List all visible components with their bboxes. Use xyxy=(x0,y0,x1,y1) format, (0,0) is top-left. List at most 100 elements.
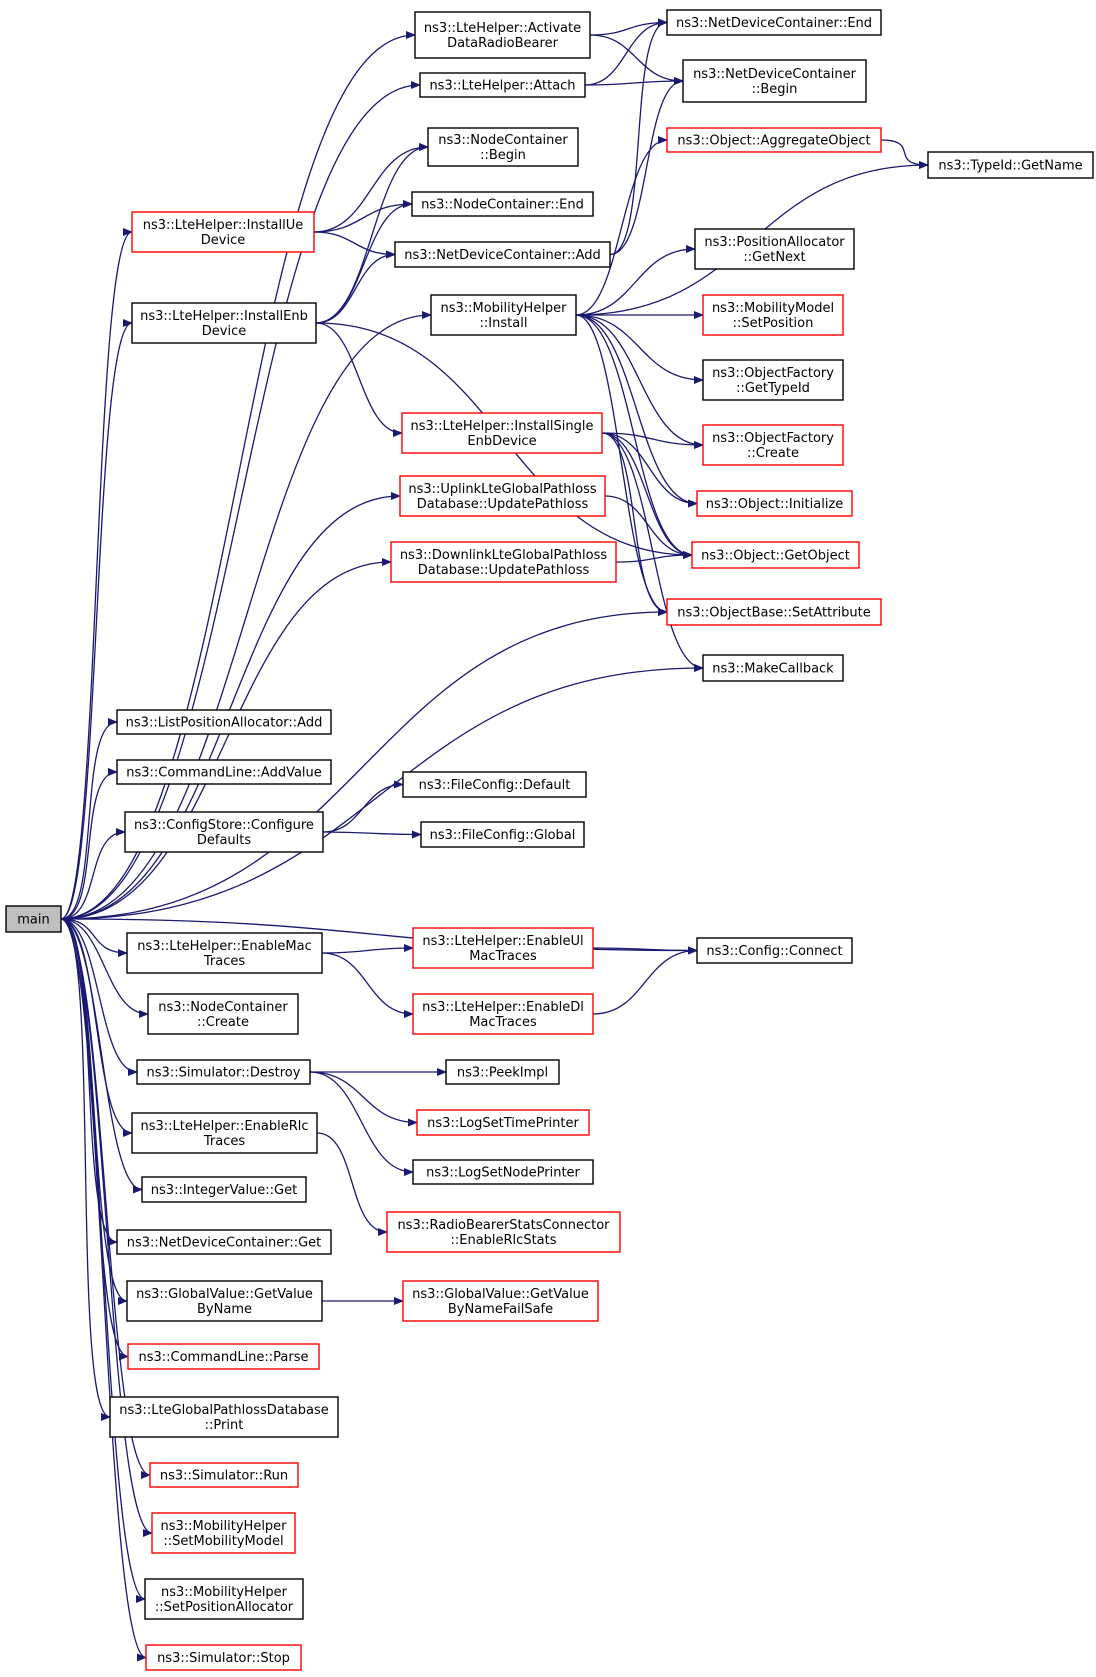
node-box xyxy=(399,475,606,517)
node-label: ns3::LteHelper::EnableDl xyxy=(422,1000,584,1015)
node-box xyxy=(427,127,579,167)
node-label: ns3::FileConfig::Global xyxy=(430,828,576,843)
node-box xyxy=(430,294,577,336)
node-simDestroy[interactable]: ns3::Simulator::Destroy xyxy=(136,1059,311,1085)
node-ofTypeId[interactable]: ns3::ObjectFactory::GetTypeId xyxy=(702,359,844,401)
node-ncCreate[interactable]: ns3::NodeContainer::Create xyxy=(147,993,299,1035)
node-setPos[interactable]: ns3::MobilityModel::SetPosition xyxy=(702,294,844,336)
node-box xyxy=(109,1396,339,1438)
call-edge-enableUlMac-to-cfgConnect xyxy=(592,946,698,955)
node-label: Device xyxy=(201,233,245,248)
node-dlPathloss[interactable]: ns3::DownlinkLteGlobalPathlossDatabase::… xyxy=(390,541,617,583)
call-edge-enableMac-to-enableUlMac xyxy=(321,944,414,954)
node-label: ::Install xyxy=(480,316,528,331)
node-makeCb[interactable]: ns3::MakeCallback xyxy=(702,654,844,682)
node-rbStats[interactable]: ns3::RadioBearerStatsConnector::EnableRl… xyxy=(386,1211,621,1253)
call-edge-main-to-cmdAddValue xyxy=(60,768,118,920)
node-label: ns3::ConfigStore::Configure xyxy=(134,818,314,833)
node-box xyxy=(126,1280,323,1322)
call-edge-installSingle-to-makeCb xyxy=(601,432,704,672)
node-label: ns3::NetDeviceContainer::End xyxy=(676,16,872,31)
node-setMobModel[interactable]: ns3::MobilityHelper::SetMobilityModel xyxy=(151,1512,296,1554)
node-ncBegin[interactable]: ns3::NodeContainer::Begin xyxy=(427,127,579,167)
call-edge-ndcAdd-to-ndcEnd xyxy=(609,18,668,256)
node-box xyxy=(149,1462,299,1488)
node-label: ns3::LogSetNodePrinter xyxy=(426,1166,580,1181)
node-label: ns3::IntegerValue::Get xyxy=(151,1183,297,1198)
call-edge-main-to-mobInstall xyxy=(60,311,432,920)
node-label: ns3::Simulator::Destroy xyxy=(147,1066,301,1081)
node-label: ::SetPositionAllocator xyxy=(155,1600,294,1615)
node-logNode[interactable]: ns3::LogSetNodePrinter xyxy=(412,1159,594,1185)
node-label: Database::UpdatePathloss xyxy=(417,497,589,512)
node-box xyxy=(411,191,594,217)
node-box xyxy=(386,1211,621,1253)
node-box xyxy=(402,771,587,798)
call-edge-installEnb-to-installSingle xyxy=(315,322,403,437)
node-box xyxy=(131,1112,318,1154)
node-logTime[interactable]: ns3::LogSetTimePrinter xyxy=(416,1109,590,1136)
node-label: Traces xyxy=(203,1134,245,1149)
node-label: ns3::Object::GetObject xyxy=(701,549,850,564)
node-box xyxy=(144,1578,304,1620)
call-edge-main-to-enableMac xyxy=(60,918,128,957)
node-setAttr[interactable]: ns3::ObjectBase::SetAttribute xyxy=(666,598,882,626)
node-ncEnd[interactable]: ns3::NodeContainer::End xyxy=(411,191,594,217)
node-posNext[interactable]: ns3::PositionAllocator::GetNext xyxy=(694,228,855,270)
node-peekImpl[interactable]: ns3::PeekImpl xyxy=(445,1059,560,1085)
node-label: ns3::MobilityHelper xyxy=(161,1585,288,1600)
node-mobInstall[interactable]: ns3::MobilityHelper::Install xyxy=(430,294,577,336)
node-attach[interactable]: ns3::LteHelper::Attach xyxy=(419,72,586,98)
node-cfgConnect[interactable]: ns3::Config::Connect xyxy=(696,937,853,964)
node-label: ns3::CommandLine::Parse xyxy=(138,1350,308,1365)
node-setPosAlloc[interactable]: ns3::MobilityHelper::SetPositionAllocato… xyxy=(144,1578,304,1620)
node-label: ns3::Object::AggregateObject xyxy=(677,134,870,149)
node-cmdParse[interactable]: ns3::CommandLine::Parse xyxy=(127,1343,320,1370)
node-label: ::Begin xyxy=(752,82,798,97)
node-label: Database::UpdatePathloss xyxy=(418,563,590,578)
node-ndcAdd[interactable]: ns3::NetDeviceContainer::Add xyxy=(394,241,611,268)
node-ndcEnd[interactable]: ns3::NetDeviceContainer::End xyxy=(666,9,882,36)
node-ndcBegin[interactable]: ns3::NetDeviceContainer::Begin xyxy=(682,59,867,103)
node-label: MacTraces xyxy=(469,949,537,964)
node-label: ns3::LteHelper::EnableMac xyxy=(137,939,312,954)
node-box xyxy=(116,1229,332,1255)
node-cmdAddValue[interactable]: ns3::CommandLine::AddValue xyxy=(116,759,332,785)
node-fcGlobal[interactable]: ns3::FileConfig::Global xyxy=(420,821,585,848)
node-ulPathloss[interactable]: ns3::UplinkLteGlobalPathlossDatabase::Up… xyxy=(399,475,606,517)
node-aggregate[interactable]: ns3::Object::AggregateObject xyxy=(666,127,882,153)
node-intGet[interactable]: ns3::IntegerValue::Get xyxy=(141,1176,307,1203)
node-box xyxy=(412,993,594,1035)
node-box xyxy=(394,241,611,268)
node-listPosAdd[interactable]: ns3::ListPositionAllocator::Add xyxy=(116,709,332,735)
node-simRun[interactable]: ns3::Simulator::Run xyxy=(149,1462,299,1488)
node-typeIdName[interactable]: ns3::TypeId::GetName xyxy=(927,151,1094,179)
node-objInit[interactable]: ns3::Object::Initialize xyxy=(696,490,853,517)
call-edge-ndcAdd-to-ndcBegin xyxy=(609,77,684,256)
node-lteDbPrint[interactable]: ns3::LteGlobalPathlossDatabase::Print xyxy=(109,1396,339,1438)
node-ndcGet[interactable]: ns3::NetDeviceContainer::Get xyxy=(116,1229,332,1255)
node-layer: main ns3::LteHelper::ActivateDataRadioBea… xyxy=(5,9,1094,1671)
node-label: Traces xyxy=(203,954,245,969)
call-edge-main-to-dlPathloss xyxy=(60,558,392,920)
node-getObject[interactable]: ns3::Object::GetObject xyxy=(691,541,860,569)
node-simStop[interactable]: ns3::Simulator::Stop xyxy=(145,1644,302,1671)
node-label: DataRadioBearer xyxy=(447,36,559,51)
node-main[interactable]: main xyxy=(5,905,62,933)
call-edge-main-to-makeCb xyxy=(60,664,704,920)
node-ofCreate[interactable]: ns3::ObjectFactory::Create xyxy=(702,424,844,466)
call-edge-installUe-to-ncBegin xyxy=(313,143,429,233)
node-box xyxy=(147,993,299,1035)
node-fcDefault[interactable]: ns3::FileConfig::Default xyxy=(402,771,587,798)
